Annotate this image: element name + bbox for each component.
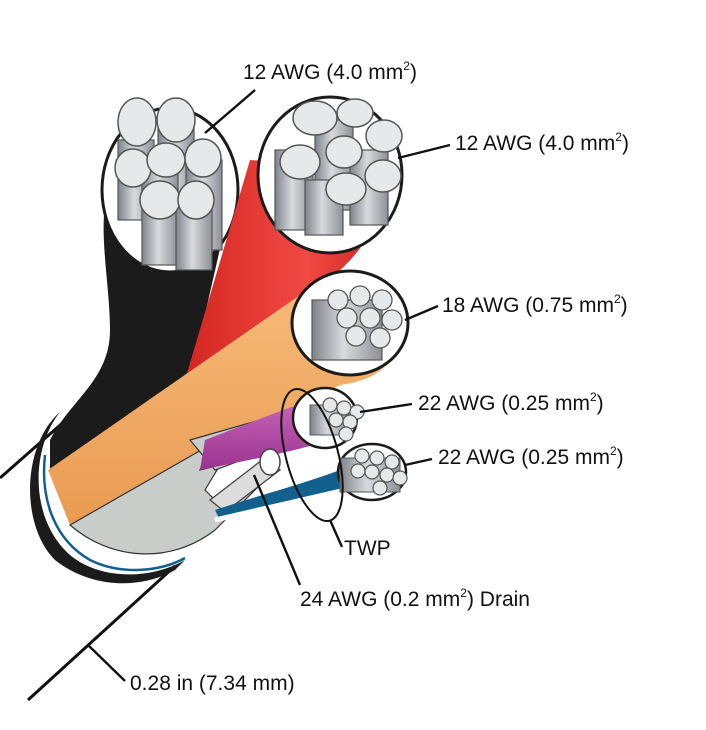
leader-lines xyxy=(87,89,451,682)
label-blue-22awg-main: 22 AWG (0.25 mm xyxy=(438,446,610,469)
orange-conductor-strands xyxy=(311,285,403,361)
label-red-12awg-sup: 2 xyxy=(615,130,622,144)
label-twp: TWP xyxy=(344,537,391,560)
label-red-12awg: 12 AWG (4.0 mm2) xyxy=(455,130,629,155)
label-red-12awg-tail: ) xyxy=(622,132,629,155)
label-magenta-22awg-main: 22 AWG (0.25 mm xyxy=(418,392,590,415)
black-12awg-conductor xyxy=(50,97,240,470)
magenta-22awg-conductor xyxy=(200,386,365,470)
label-drain-main: 24 AWG (0.2 mm xyxy=(300,588,460,611)
red-conductor-strands xyxy=(274,98,403,236)
label-red-12awg-main: 12 AWG (4.0 mm xyxy=(455,132,615,155)
label-drain-sup: 2 xyxy=(460,586,467,600)
label-orange-18awg-tail: ) xyxy=(621,294,628,317)
label-orange-18awg-sup: 2 xyxy=(614,292,621,306)
label-orange-18awg-main: 18 AWG (0.75 mm xyxy=(442,294,614,317)
red-12awg-conductor xyxy=(185,95,404,380)
label-blue-22awg: 22 AWG (0.25 mm2) xyxy=(438,444,624,469)
label-black-12awg: 12 AWG (4.0 mm2) xyxy=(243,59,417,84)
drain-wire xyxy=(208,448,282,513)
label-black-12awg-main: 12 AWG (4.0 mm xyxy=(243,61,403,84)
label-drain: 24 AWG (0.2 mm2) Drain xyxy=(300,586,530,611)
label-diameter-main: 0.28 in (7.34 mm) xyxy=(130,672,295,695)
label-blue-22awg-tail: ) xyxy=(617,446,624,469)
label-magenta-22awg: 22 AWG (0.25 mm2) xyxy=(418,390,604,415)
label-blue-22awg-sup: 2 xyxy=(610,444,617,458)
label-magenta-22awg-tail: ) xyxy=(597,392,604,415)
label-diameter: 0.28 in (7.34 mm) xyxy=(130,672,295,695)
label-magenta-22awg-sup: 2 xyxy=(590,390,597,404)
label-drain-tail: ) Drain xyxy=(467,588,530,611)
label-black-12awg-sup: 2 xyxy=(403,59,410,73)
blue-conductor-strands xyxy=(339,448,408,496)
blue-22awg-conductor xyxy=(214,442,408,523)
label-black-12awg-tail: ) xyxy=(410,61,417,84)
label-twp-main: TWP xyxy=(344,537,391,560)
orange-18awg-conductor xyxy=(48,269,410,525)
label-orange-18awg: 18 AWG (0.75 mm2) xyxy=(442,292,628,317)
black-conductor-strands xyxy=(114,97,223,271)
magenta-conductor-strands xyxy=(309,397,365,442)
